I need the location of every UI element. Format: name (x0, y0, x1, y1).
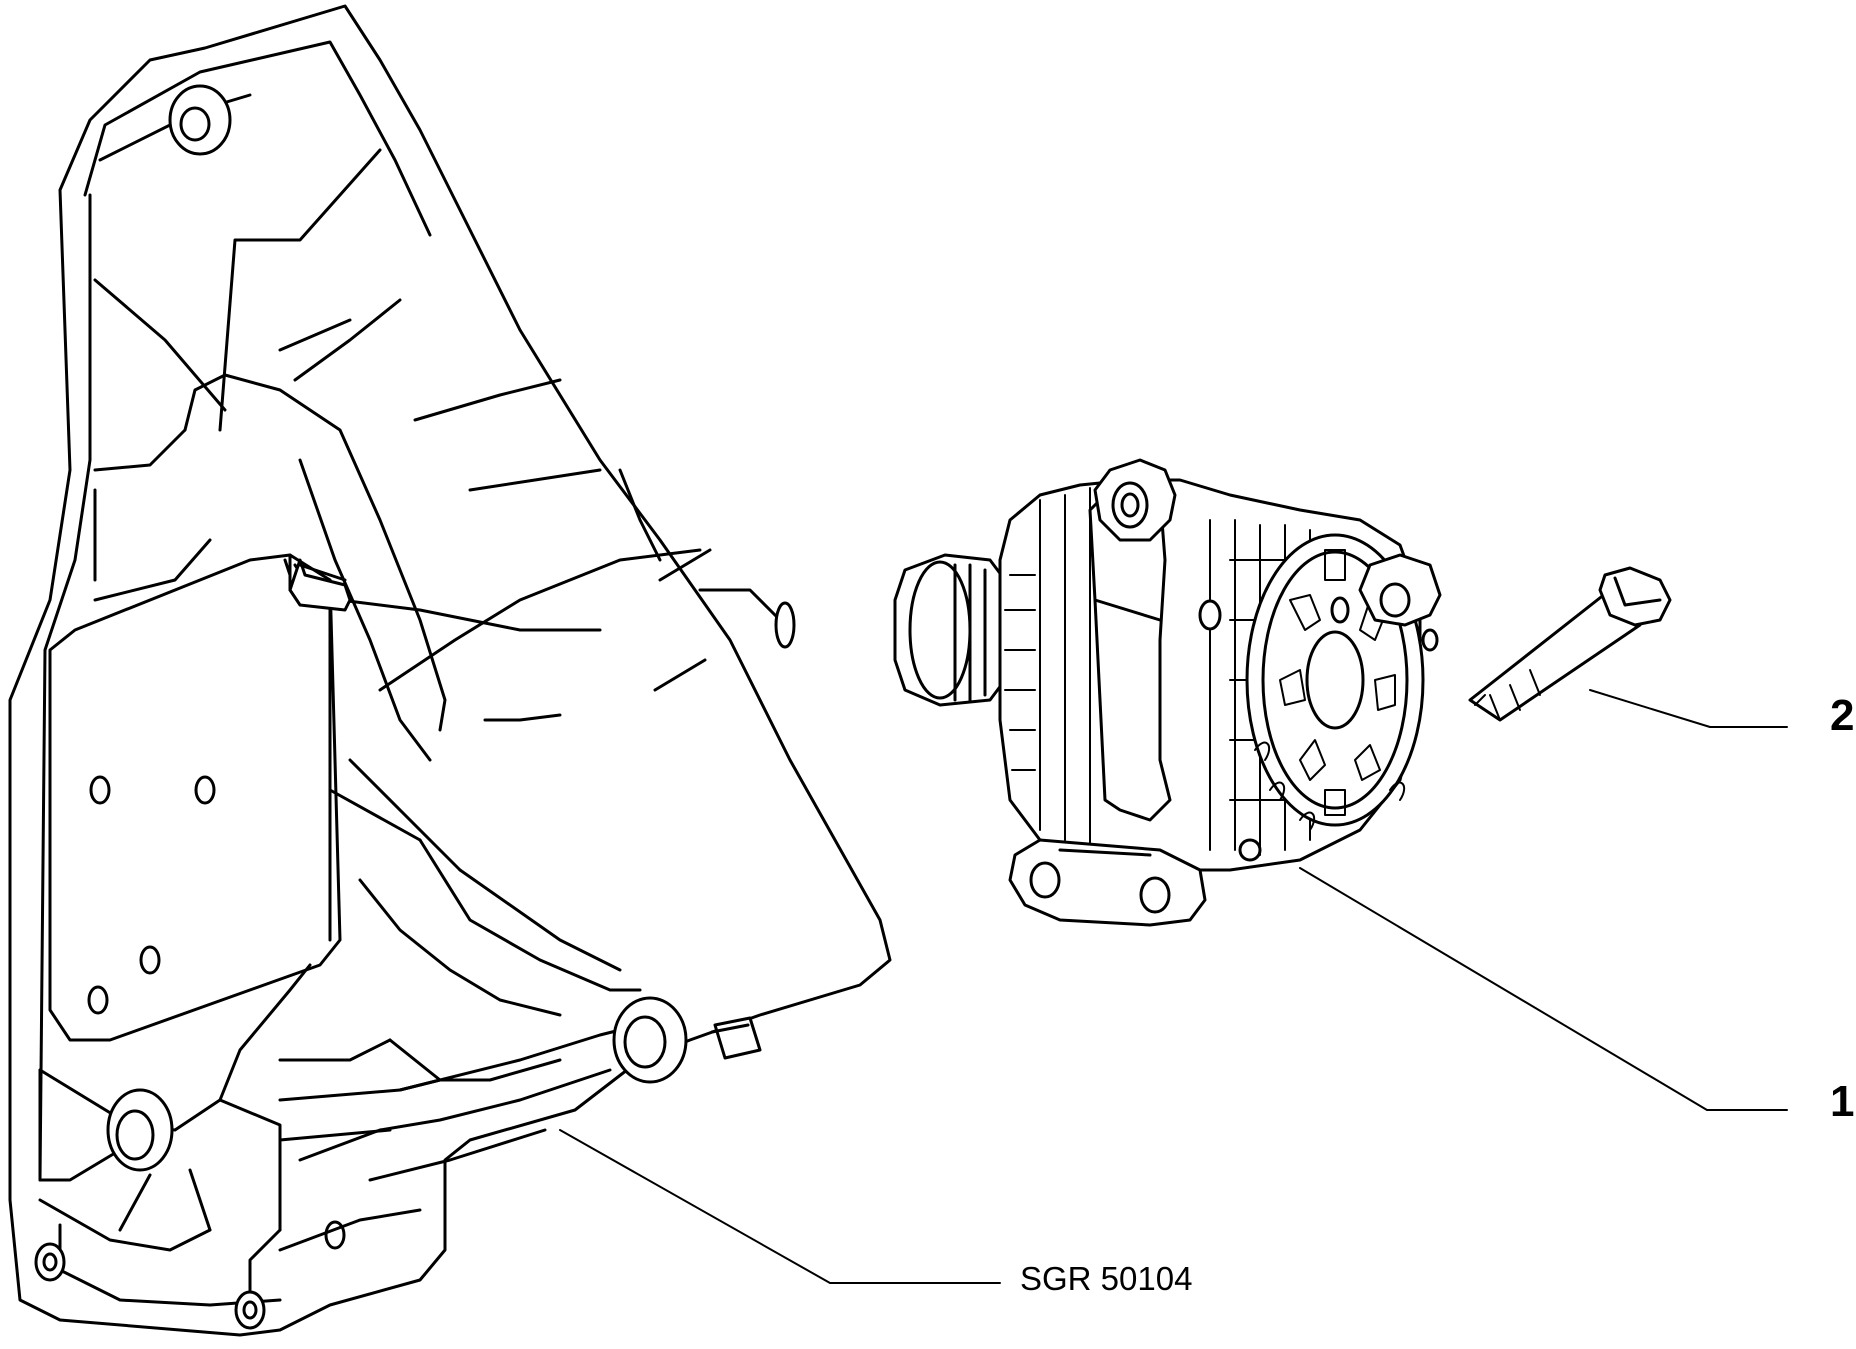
mounting-bracket (8, 4, 892, 1337)
leader-lines (559, 689, 1788, 1284)
reference-code: SGR 50104 (1020, 1260, 1192, 1297)
bolt (1468, 566, 1672, 722)
callout-1: 1 (1830, 1077, 1854, 1126)
alternator (893, 458, 1442, 927)
callout-2: 2 (1830, 691, 1854, 740)
